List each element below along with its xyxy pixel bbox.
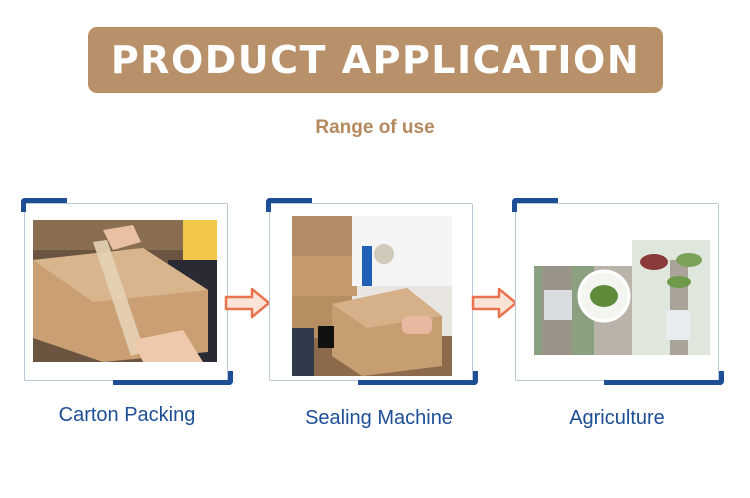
application-card-sealing-machine (266, 198, 478, 385)
page-subtitle: Range of use (315, 117, 435, 138)
page-title: PRODUCT APPLICATION (110, 38, 641, 82)
corner-accent (266, 198, 312, 212)
corner-accent (21, 198, 67, 212)
corner-accent (113, 371, 233, 385)
corner-accent (604, 371, 724, 385)
application-label-agriculture: Agriculture (569, 407, 665, 429)
corner-accent (358, 371, 478, 385)
application-label-sealing-machine: Sealing Machine (305, 407, 453, 429)
agriculture-photo (534, 240, 710, 355)
carton-packing-photo (33, 220, 217, 362)
corner-accent (512, 198, 558, 212)
application-card-carton-packing (21, 198, 233, 385)
sealing-machine-photo (292, 216, 452, 376)
arrow-right-icon (471, 287, 518, 319)
application-card-agriculture (512, 198, 724, 385)
application-label-carton-packing: Carton Packing (58, 404, 196, 426)
arrow-right-icon (224, 287, 271, 319)
title-banner: PRODUCT APPLICATION (88, 27, 663, 93)
